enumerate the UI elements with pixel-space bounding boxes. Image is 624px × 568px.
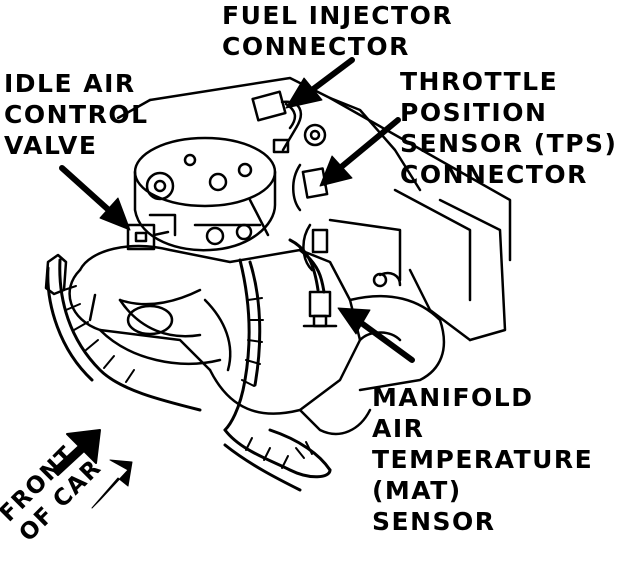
label-line: CONTROL (4, 100, 149, 129)
label-line: (MAT) (372, 476, 462, 505)
label-tps-connector: THROTTLE POSITION SENSOR (TPS) CONNECTOR (400, 66, 617, 190)
label-line: CONNECTOR (400, 160, 588, 189)
arrow-idle-air (59, 165, 131, 231)
throttle-body (133, 136, 277, 252)
arrow-tps (319, 117, 401, 187)
label-idle-air-control-valve: IDLE AIR CONTROL VALVE (4, 68, 149, 161)
arrow-mat (337, 307, 415, 363)
idle-air-control-valve (126, 223, 170, 251)
arrow-front-of-car (52, 429, 133, 509)
harness-wrap-marks (63, 285, 313, 469)
label-line: MANIFOLD (372, 383, 534, 412)
label-line: SENSOR (372, 507, 496, 536)
mat-sensor (302, 290, 338, 328)
label-line: VALVE (4, 131, 98, 160)
wiring-harness (46, 238, 332, 492)
label-fuel-injector-connector: FUEL INJECTOR CONNECTOR (222, 0, 453, 62)
label-line: AIR (372, 414, 425, 443)
label-line: FUEL INJECTOR (222, 1, 454, 30)
label-line: TEMPERATURE (372, 445, 594, 474)
arrow-fuel-injector (285, 57, 355, 109)
label-line: SENSOR (TPS) (400, 129, 618, 158)
air-intake-hose (98, 298, 232, 372)
label-line: POSITION (400, 98, 548, 127)
engine-details (44, 123, 402, 296)
label-line: THROTTLE (400, 67, 559, 96)
label-mat-sensor: MANIFOLD AIR TEMPERATURE (MAT) SENSOR (372, 382, 593, 537)
label-line: IDLE AIR (4, 69, 136, 98)
label-line: CONNECTOR (222, 32, 410, 61)
